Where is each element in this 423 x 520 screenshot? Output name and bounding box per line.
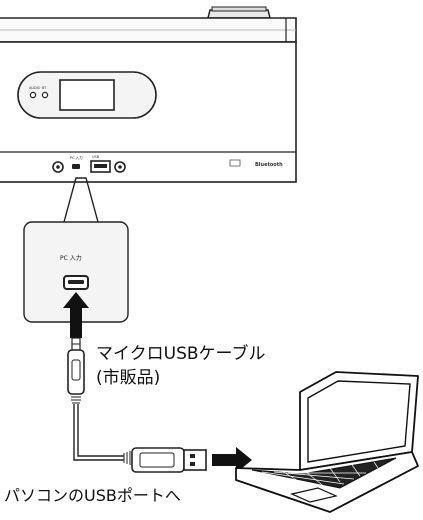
port-label-pc: PC 入力 [70, 155, 83, 160]
laptop-trackpad [290, 487, 338, 503]
front-label-bt: BT [42, 86, 47, 90]
callout-lines [63, 177, 99, 223]
zoom-port-label: PC 入力 [60, 254, 82, 262]
device-badge [229, 159, 241, 167]
micro-usb-cable [67, 337, 207, 473]
arrow-right-icon [212, 447, 252, 473]
speaker-device: AUDIO BT PC 入力 USB Bluetooth [0, 6, 297, 183]
usb-a-plug-tip [183, 449, 207, 471]
port-label-usb: USB [92, 155, 100, 159]
cable-label: マイクロUSBケーブル [96, 344, 266, 364]
cable-note-label: (市販品) [96, 368, 161, 388]
port-zoom-callout: PC 入力 [23, 177, 129, 323]
button-audio [29, 91, 37, 99]
cable-wire [73, 404, 124, 461]
bluetooth-mark: Bluetooth [255, 162, 283, 168]
micro-usb-port [72, 164, 80, 169]
laptop [235, 371, 419, 513]
arrow-up-icon [63, 292, 89, 338]
front-label-audio: AUDIO [29, 86, 41, 90]
pc-port-label: パソコンのUSBポートへ [4, 486, 181, 505]
display-screen [59, 79, 115, 111]
laptop-screen [307, 380, 411, 463]
button-bt [41, 91, 49, 99]
